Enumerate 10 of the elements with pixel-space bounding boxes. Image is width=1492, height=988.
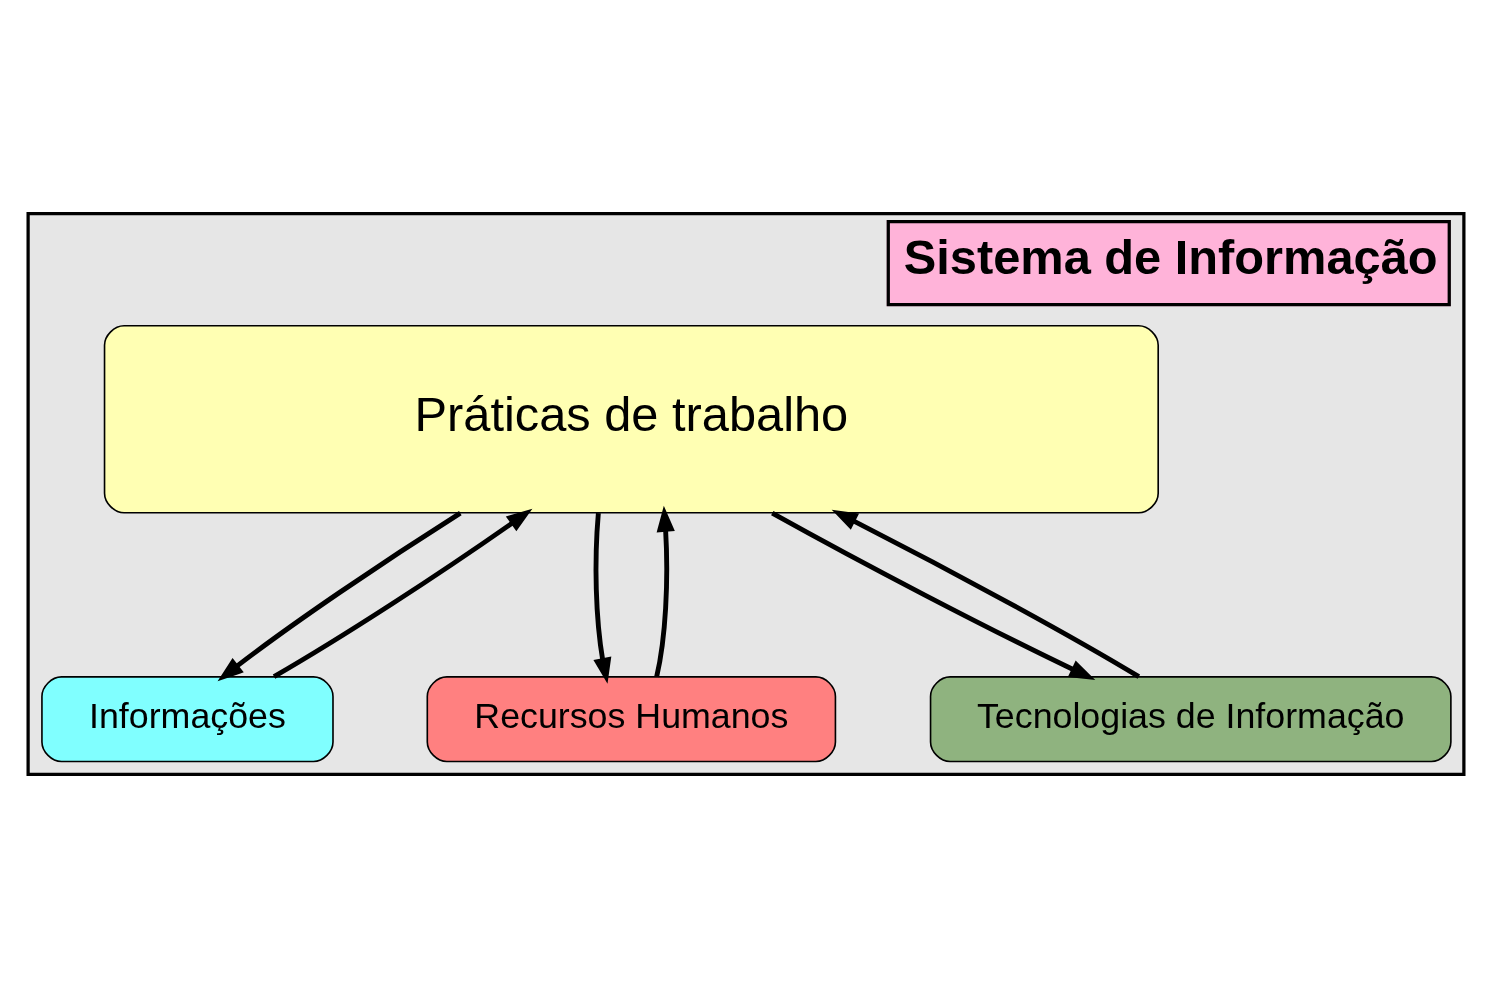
node-box: Tecnologias de Informação: [929, 676, 1452, 763]
arrow: [272, 508, 533, 679]
node-box: Informações: [41, 676, 334, 763]
arrow: [654, 505, 675, 678]
arrow: [771, 510, 1096, 680]
node-box: Práticas de trabalho: [103, 324, 1159, 514]
node-box: Recursos Humanos: [426, 676, 837, 763]
arrow: [831, 509, 1141, 679]
arrow: [217, 511, 462, 682]
arrow: [593, 512, 612, 684]
